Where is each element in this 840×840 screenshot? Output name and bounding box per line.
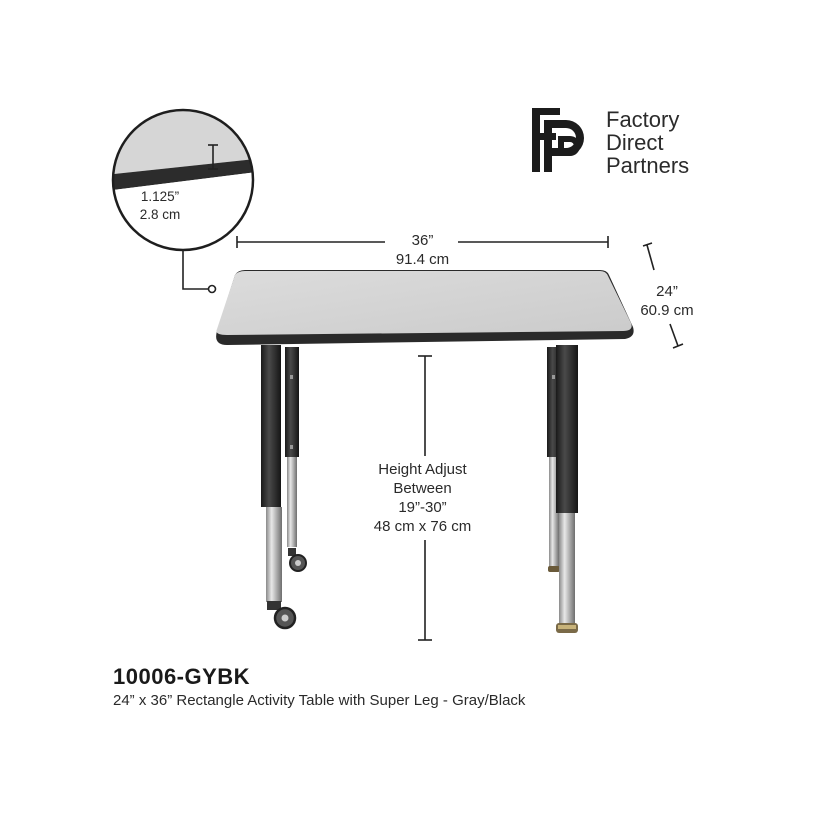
table-illustration (216, 270, 634, 633)
brand-name: Factory Direct Partners (606, 108, 689, 177)
front-left-leg (261, 345, 297, 630)
depth-label: 24” 60.9 cm (632, 282, 702, 320)
width-inches: 36” (411, 232, 434, 249)
height-dimension-line (418, 355, 432, 641)
edge-detail-magnifier (111, 108, 255, 294)
height-label: Height Adjust Between 19”-30” 48 cm x 76… (350, 460, 495, 536)
width-label: 36” 91.4 cm (375, 231, 470, 269)
depth-inches: 24” (656, 283, 678, 300)
edge-thickness-inches: 1.125” (140, 189, 180, 204)
fdp-logo-icon (532, 108, 584, 172)
brand-line-1: Factory (606, 107, 680, 132)
brand-line-3: Partners (606, 153, 690, 178)
height-line-3: 19”-30” (398, 499, 447, 516)
product-description: 24” x 36” Rectangle Activity Table with … (113, 692, 526, 709)
height-line-2: Between (393, 480, 452, 497)
depth-cm: 60.9 cm (640, 302, 694, 319)
height-line-4: 48 cm x 76 cm (373, 518, 472, 535)
back-left-leg (285, 347, 307, 572)
width-cm: 91.4 cm (395, 251, 450, 268)
height-line-1: Height Adjust (378, 461, 467, 478)
tabletop (216, 271, 632, 335)
product-sku: 10006-GYBK (113, 664, 251, 689)
width-dimension-line (236, 236, 609, 248)
edge-thickness-cm: 2.8 cm (139, 207, 181, 222)
front-right-leg (556, 345, 578, 633)
brand-line-2: Direct (606, 130, 664, 155)
edge-thickness-label: 1.125” 2.8 cm (130, 188, 190, 224)
depth-dimension-line (642, 242, 684, 349)
